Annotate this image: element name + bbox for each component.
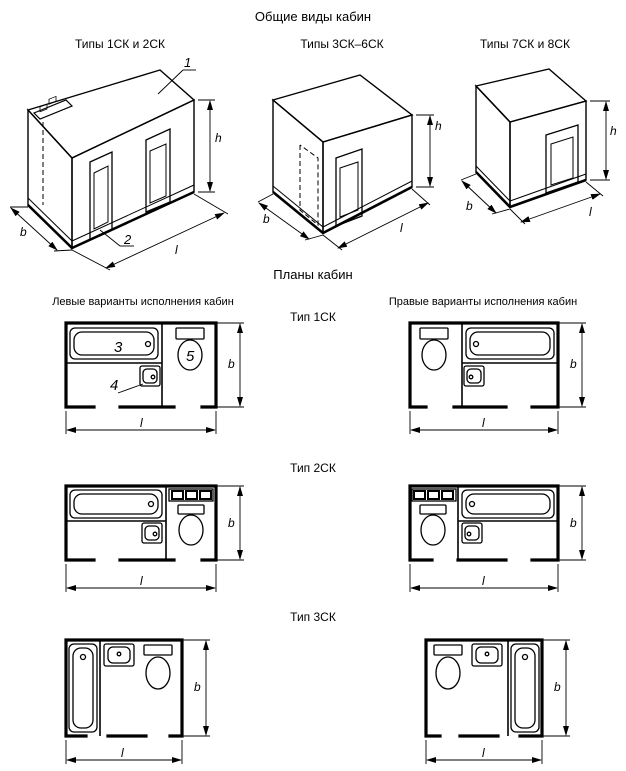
plan3r-dim-b: b <box>554 680 561 694</box>
dim-l-2: l <box>400 221 403 235</box>
general-views-title: Общие виды кабин <box>255 9 371 24</box>
callout-2: 2 <box>123 232 132 247</box>
plan-3sk-left: b l <box>64 638 210 764</box>
dim-h-2: h <box>435 119 442 133</box>
plan3l-dim-l: l <box>121 746 124 760</box>
plan-type-2-label: Тип 2СК <box>290 461 336 475</box>
plan-1sk-right: b l <box>408 321 586 434</box>
plan3r-dim-l: l <box>482 746 485 760</box>
plan3l-dim-b: b <box>194 680 201 694</box>
dim-h-1: h <box>215 131 222 145</box>
dim-h-3: h <box>610 124 617 138</box>
plan2l-dim-b: b <box>228 516 235 530</box>
plan-1sk-left: 3 5 4 b l <box>64 321 244 434</box>
iso-group-1-label: Типы 1СК и 2СК <box>75 37 165 51</box>
plan1l-dim-l: l <box>140 416 143 430</box>
left-variants-title: Левые варианты исполнения кабин <box>52 296 234 308</box>
iso-cabin-3: h b l <box>460 68 617 225</box>
iso-cabin-1: 1 2 h b l <box>10 55 229 271</box>
plan2r-dim-b: b <box>570 516 577 530</box>
dim-l-3: l <box>589 205 592 219</box>
plan-2sk-left: b l <box>64 484 244 592</box>
plan2r-dim-l: l <box>482 574 485 588</box>
dim-b-3: b <box>466 199 473 213</box>
plan-type-1-label: Тип 1СК <box>290 310 336 324</box>
plan-2sk-right: b l <box>408 484 586 592</box>
plan2l-dim-l: l <box>140 574 143 588</box>
plan1r-dim-b: b <box>570 357 577 371</box>
iso-cabin-2: h b l <box>257 74 442 251</box>
plan1l-dim-b: b <box>228 357 235 371</box>
iso-group-2-label: Типы 3СК–6СК <box>300 37 383 51</box>
right-variants-title: Правые варианты исполнения кабин <box>389 296 577 308</box>
iso-group-3-label: Типы 7СК и 8СК <box>480 37 570 51</box>
plan-3sk-right: b l <box>424 638 570 764</box>
plans-title: Планы кабин <box>273 267 352 282</box>
dim-b-2: b <box>263 212 270 226</box>
callout-5: 5 <box>186 348 195 365</box>
callout-3: 3 <box>114 339 123 356</box>
dim-b-1: b <box>20 225 27 239</box>
dim-l-1: l <box>175 243 178 257</box>
callout-1: 1 <box>184 55 191 70</box>
plan1r-dim-l: l <box>482 416 485 430</box>
plan-type-3-label: Тип 3СК <box>290 610 336 624</box>
callout-4: 4 <box>110 377 118 394</box>
